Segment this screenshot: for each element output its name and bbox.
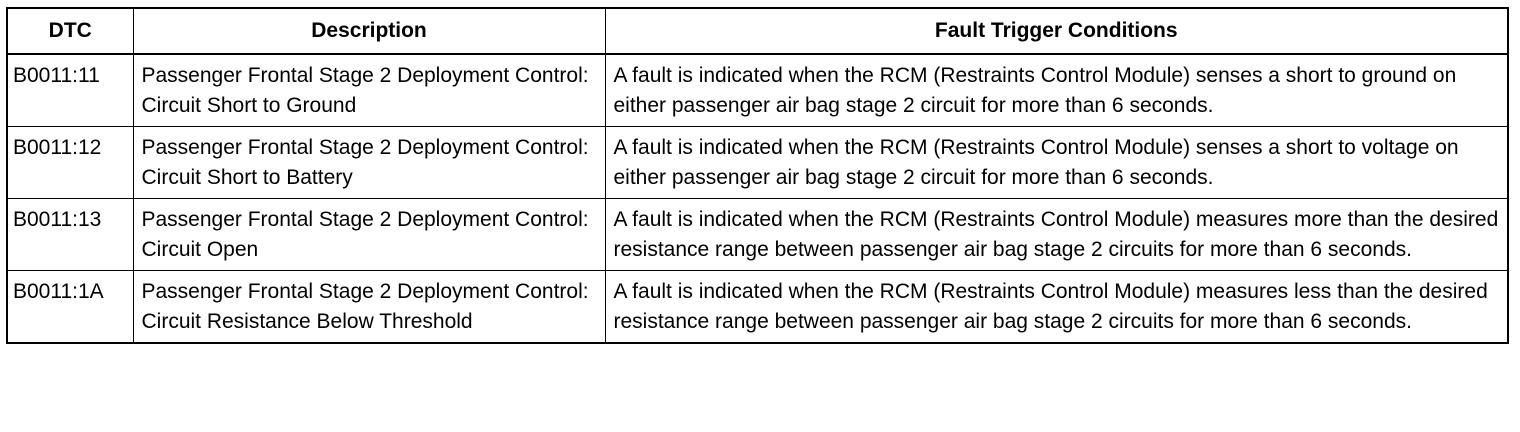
conditions-text: A fault is indicated when the RCM (Restr… xyxy=(613,280,1488,333)
description-cell: Passenger Frontal Stage 2 Deployment Con… xyxy=(132,53,606,127)
conditions-text: A fault is indicated when the RCM (Restr… xyxy=(613,136,1459,189)
dtc-code-cell: B0011:12 xyxy=(6,126,134,199)
conditions-cell: A fault is indicated when the RCM (Restr… xyxy=(604,270,1509,344)
dtc-code: B0011:1A xyxy=(13,280,104,303)
dtc-code-cell: B0011:13 xyxy=(6,198,134,271)
description-cell: Passenger Frontal Stage 2 Deployment Con… xyxy=(132,126,606,199)
dtc-code: B0011:13 xyxy=(13,208,102,231)
description-text: Passenger Frontal Stage 2 Deployment Con… xyxy=(141,208,589,261)
table-row: B0011:11 Passenger Frontal Stage 2 Deplo… xyxy=(6,53,1509,127)
dtc-code-cell: B0011:1A xyxy=(6,270,134,344)
dtc-code: B0011:11 xyxy=(13,64,100,87)
header-fault-trigger-conditions: Fault Trigger Conditions xyxy=(604,7,1509,55)
dtc-code-cell: B0011:11 xyxy=(6,53,134,127)
description-cell: Passenger Frontal Stage 2 Deployment Con… xyxy=(132,270,606,344)
table-row: B0011:12 Passenger Frontal Stage 2 Deplo… xyxy=(6,126,1509,199)
table-row: B0011:13 Passenger Frontal Stage 2 Deplo… xyxy=(6,198,1509,271)
conditions-text: A fault is indicated when the RCM (Restr… xyxy=(613,208,1499,261)
description-text: Passenger Frontal Stage 2 Deployment Con… xyxy=(141,64,589,117)
header-description: Description xyxy=(132,7,606,55)
description-text: Passenger Frontal Stage 2 Deployment Con… xyxy=(141,280,589,333)
dtc-table: DTC Description Fault Trigger Conditions… xyxy=(6,7,1509,344)
conditions-cell: A fault is indicated when the RCM (Restr… xyxy=(604,198,1509,271)
conditions-cell: A fault is indicated when the RCM (Restr… xyxy=(604,126,1509,199)
description-cell: Passenger Frontal Stage 2 Deployment Con… xyxy=(132,198,606,271)
description-text: Passenger Frontal Stage 2 Deployment Con… xyxy=(141,136,589,189)
table-row: B0011:1A Passenger Frontal Stage 2 Deplo… xyxy=(6,270,1509,344)
conditions-text: A fault is indicated when the RCM (Restr… xyxy=(613,64,1457,117)
conditions-cell: A fault is indicated when the RCM (Restr… xyxy=(604,53,1509,127)
dtc-code: B0011:12 xyxy=(13,136,102,159)
header-dtc: DTC xyxy=(6,7,134,55)
table-header-row: DTC Description Fault Trigger Conditions xyxy=(6,7,1509,55)
